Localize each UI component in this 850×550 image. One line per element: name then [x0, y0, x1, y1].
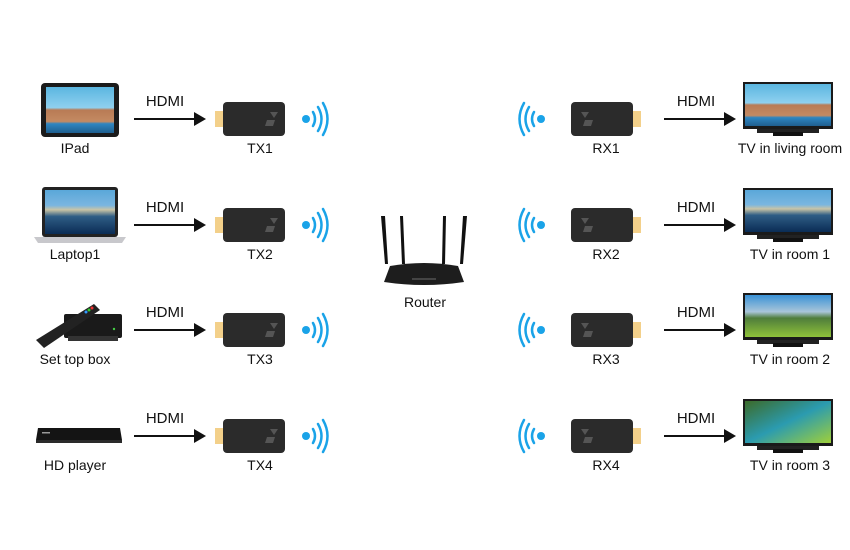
wireless-signal-icon — [517, 417, 547, 455]
transmitter-label: TX3 — [247, 351, 273, 367]
transmitter-label: TX4 — [247, 457, 273, 473]
arrow-right-icon — [134, 429, 206, 443]
receiver-label: RX2 — [592, 246, 620, 262]
tv-icon — [743, 188, 833, 249]
hdmi-transmitter-dongle — [215, 417, 285, 455]
display-label: TV in living room — [737, 140, 843, 156]
hdmi-transmitter-dongle — [215, 100, 285, 138]
arrow-right-icon — [664, 218, 736, 232]
arrow-right-icon — [134, 218, 206, 232]
router-icon — [378, 212, 470, 293]
hdmi-label: HDMI — [145, 199, 185, 216]
wireless-signal-icon — [517, 206, 547, 244]
hdmi-receiver-dongle — [571, 311, 641, 349]
tv-icon — [743, 293, 833, 354]
hdmi-label: HDMI — [145, 304, 185, 321]
hdmi-transmitter-dongle — [215, 311, 285, 349]
arrow-right-icon — [664, 112, 736, 126]
hdmi-receiver-dongle — [571, 206, 641, 244]
wireless-signal-icon — [300, 100, 330, 138]
arrow-right-icon — [134, 323, 206, 337]
wireless-signal-icon — [517, 100, 547, 138]
hdmi-label: HDMI — [676, 93, 716, 110]
hdmi-receiver-dongle — [571, 100, 641, 138]
media-player-icon — [34, 424, 124, 451]
receiver-label: RX3 — [592, 351, 620, 367]
wireless-signal-icon — [300, 417, 330, 455]
receiver-label: RX1 — [592, 140, 620, 156]
router-label: Router — [403, 294, 447, 310]
hdmi-receiver-dongle — [571, 417, 641, 455]
transmitter-label: TX1 — [247, 140, 273, 156]
hdmi-label: HDMI — [145, 93, 185, 110]
display-label: TV in room 1 — [749, 246, 831, 262]
tablet-icon — [40, 82, 120, 143]
source-label: IPad — [60, 140, 90, 156]
tv-icon — [743, 82, 833, 143]
wireless-signal-icon — [300, 206, 330, 244]
wireless-signal-icon — [300, 311, 330, 349]
source-label: HD player — [43, 457, 107, 473]
source-label: Laptop1 — [49, 246, 101, 262]
display-label: TV in room 2 — [749, 351, 831, 367]
arrow-right-icon — [664, 323, 736, 337]
arrow-right-icon — [664, 429, 736, 443]
hdmi-label: HDMI — [676, 199, 716, 216]
hdmi-transmitter-dongle — [215, 206, 285, 244]
set-top-box-icon — [34, 300, 124, 355]
hdmi-label: HDMI — [676, 410, 716, 427]
display-label: TV in room 3 — [749, 457, 831, 473]
wireless-signal-icon — [517, 311, 547, 349]
laptop-icon — [34, 186, 126, 249]
tv-icon — [743, 399, 833, 460]
transmitter-label: TX2 — [247, 246, 273, 262]
receiver-label: RX4 — [592, 457, 620, 473]
source-label: Set top box — [39, 351, 111, 367]
hdmi-label: HDMI — [676, 304, 716, 321]
arrow-right-icon — [134, 112, 206, 126]
hdmi-label: HDMI — [145, 410, 185, 427]
